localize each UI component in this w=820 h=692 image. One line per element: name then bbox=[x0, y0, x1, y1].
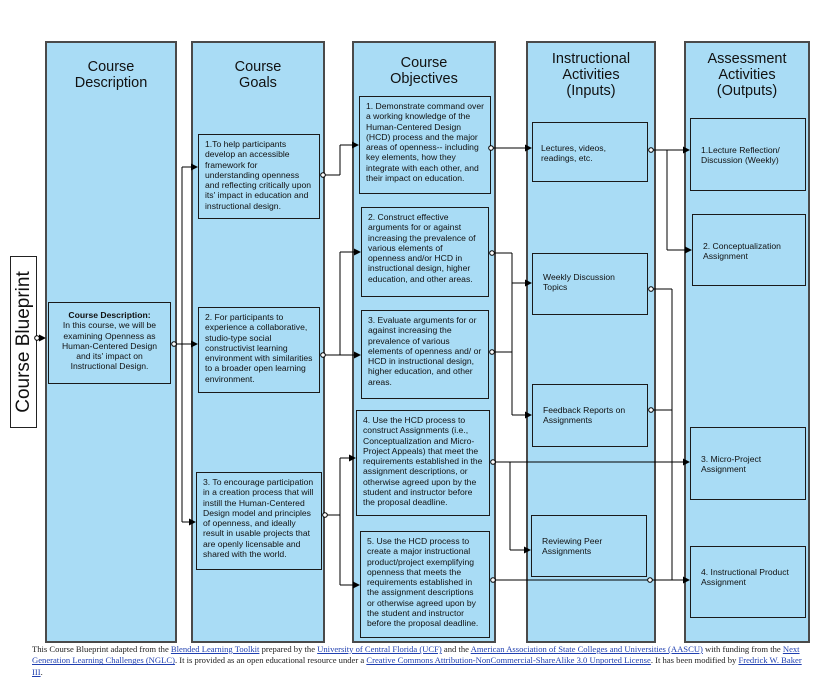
column-title-objectives: Course Objectives bbox=[390, 55, 458, 87]
footer-text-7: . bbox=[40, 666, 43, 677]
activity-box-feedback-reports: Feedback Reports on Assignments bbox=[532, 384, 648, 447]
goal-box-1: 1.To help participants develop an access… bbox=[198, 134, 320, 219]
column-title-description: Course Description bbox=[74, 59, 148, 91]
footer-text-2: prepared by the bbox=[259, 644, 318, 654]
link-blended-learning-toolkit[interactable]: Blended Learning Toolkit bbox=[170, 644, 260, 654]
goal-box-2: 2. For participants to experience a coll… bbox=[198, 307, 320, 393]
footer-text-6: . It has been modified by bbox=[650, 655, 739, 666]
column-title-goals: Course Goals bbox=[234, 59, 282, 91]
footer-text-3: and the bbox=[441, 644, 471, 654]
activity-box-weekly-discussion: Weekly Discussion Topics bbox=[532, 253, 648, 315]
assessment-box-conceptualization: 2. Conceptualization Assignment bbox=[692, 214, 806, 286]
activity-box-peer-review: Reviewing Peer Assignments bbox=[531, 515, 647, 577]
side-label-box: Course Blueprint bbox=[10, 256, 37, 428]
link-ucf[interactable]: University of Central Florida (UCF) bbox=[317, 644, 442, 654]
link-cc-license[interactable]: Creative Commons Attribution-NonCommerci… bbox=[366, 655, 651, 666]
link-aascu[interactable]: American Association of State Colleges a… bbox=[470, 644, 703, 654]
objective-box-1: 1. Demonstrate command over a working kn… bbox=[359, 96, 491, 194]
objective-box-3: 3. Evaluate arguments for or against inc… bbox=[361, 310, 489, 399]
assessment-box-lecture-reflection: 1.Lecture Reflection/ Discussion (Weekly… bbox=[690, 118, 806, 191]
attribution-footer: This Course Blueprint adapted from the B… bbox=[32, 644, 807, 678]
activity-box-lectures: Lectures, videos, readings, etc. bbox=[532, 122, 648, 182]
goal-box-3: 3. To encourage participation in a creat… bbox=[196, 472, 322, 570]
objective-box-2: 2. Construct effective arguments for or … bbox=[361, 207, 489, 297]
course-description-box: Course Description: In this course, we w… bbox=[48, 302, 171, 384]
assessment-box-instructional-product: 4. Instructional Product Assignment bbox=[690, 546, 806, 618]
footer-text-1: This Course Blueprint adapted from the bbox=[32, 644, 171, 654]
column-title-assessments: Assessment Activities (Outputs) bbox=[707, 51, 787, 99]
objective-box-4: 4. Use the HCD process to construct Assi… bbox=[356, 410, 490, 516]
objective-box-5: 5. Use the HCD process to create a major… bbox=[360, 531, 490, 638]
footer-text-4: with funding from the bbox=[702, 644, 783, 654]
link-nglc[interactable]: Next Generation Learning Challenges (NGL… bbox=[32, 644, 800, 666]
column-title-activities: Instructional Activities (Inputs) bbox=[551, 51, 631, 99]
course-description-text: In this course, we will be examining Ope… bbox=[61, 320, 158, 372]
link-author[interactable]: Fredrick W. Baker III bbox=[32, 655, 802, 677]
footer-text-5: . It is provided as an open educational … bbox=[174, 655, 367, 666]
course-description-heading: Course Description: bbox=[68, 310, 151, 320]
assessment-box-micro-project: 3. Micro-Project Assignment bbox=[690, 427, 806, 500]
